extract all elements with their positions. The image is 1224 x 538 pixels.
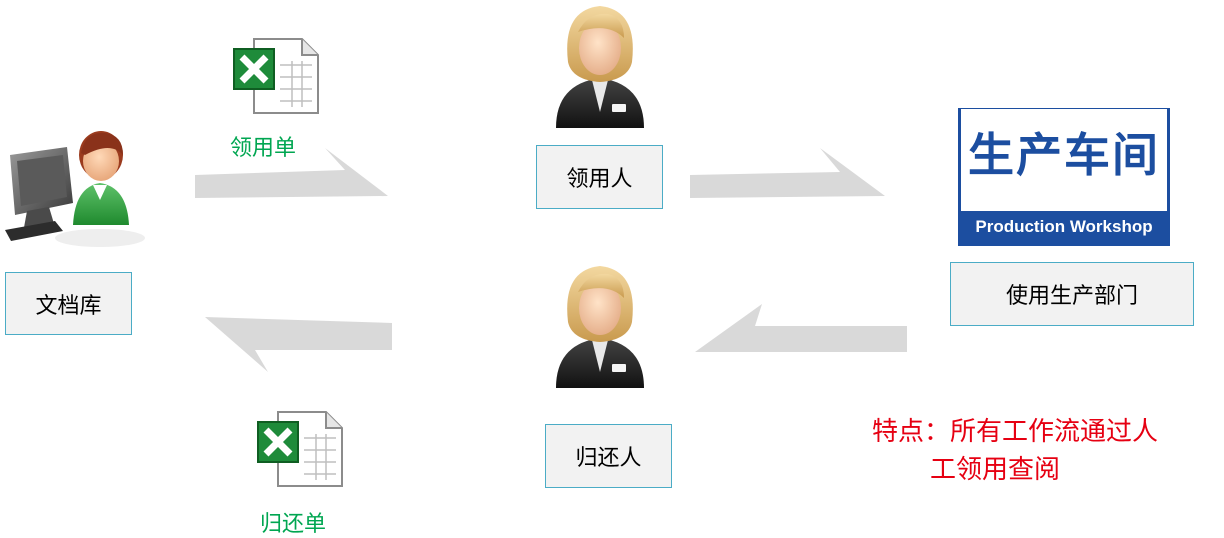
returner-node: 归还人 <box>545 424 672 488</box>
arrow-requester-to-department <box>690 148 885 198</box>
arrow-archive-to-requester <box>195 148 388 198</box>
returner-person-icon <box>556 266 644 388</box>
arrow-department-to-returner <box>695 304 907 352</box>
requisition-form-label: 领用单 <box>230 136 297 161</box>
return-spreadsheet-icon <box>257 411 343 487</box>
workshop-sign-chinese: 生产车间 <box>968 128 1160 182</box>
feature-note-line2: 工领用查阅 <box>930 455 1061 485</box>
feature-note-line1: 特点：所有工作流通过人 <box>872 417 1159 447</box>
workshop-sign-english: Production Workshop <box>961 211 1167 243</box>
requisition-spreadsheet-icon <box>233 38 319 114</box>
production-workshop-sign: 生产车间 Production Workshop <box>958 108 1170 246</box>
arrow-returner-to-archive <box>205 317 392 372</box>
requester-node: 领用人 <box>536 145 663 209</box>
return-form-label: 归还单 <box>260 512 327 537</box>
archive-node: 文档库 <box>5 272 132 335</box>
computer-user-icon <box>5 131 145 247</box>
requester-person-icon <box>556 6 644 128</box>
department-node: 使用生产部门 <box>950 262 1194 326</box>
